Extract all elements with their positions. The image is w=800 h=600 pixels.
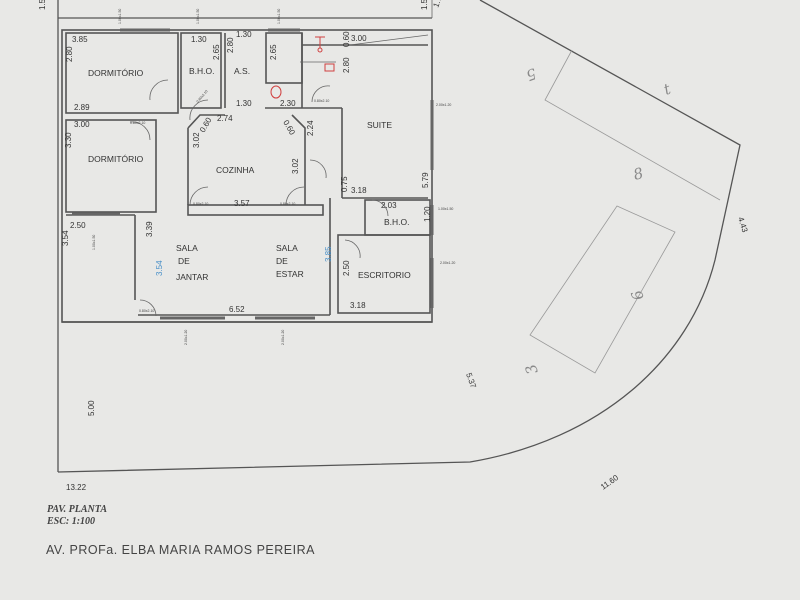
dimension: 2.65	[212, 44, 221, 60]
room-label-sala-estar-2: DE	[276, 256, 288, 266]
opening-spec: 2.00x1.20	[436, 103, 451, 107]
dimension: 11.60	[599, 473, 621, 492]
dimension: 4.43	[736, 216, 750, 234]
room-label-bho-2: B.H.O.	[384, 217, 410, 227]
dimension: 3.30	[64, 132, 73, 148]
dimension: 2.50	[342, 260, 351, 276]
dimension: 3.18	[351, 186, 367, 195]
opening-spec: 0.80x2.10	[280, 202, 295, 206]
handwritten-note: 3	[522, 362, 542, 377]
dimension: 2.65	[269, 44, 278, 60]
dimension-labels: 3.85 2.80 2.89 1.30 2.65 2.80 1.30 1.30 …	[38, 0, 750, 492]
dimension: 5.37	[464, 372, 478, 390]
dimension: 0.60	[281, 119, 297, 137]
room-label-sala-jantar-2: DE	[178, 256, 190, 266]
dimension: 1.30	[236, 99, 252, 108]
dimension: 1.73	[431, 0, 445, 9]
dimension: 2.50	[70, 221, 86, 230]
dimension: 0.75	[340, 176, 349, 192]
pencil-sketch	[529, 49, 721, 374]
handwritten-note: 8	[631, 164, 645, 184]
dimension: 3.00	[351, 34, 367, 43]
opening-spec: 2.00x1.20	[281, 330, 285, 345]
room-label-dormitorio-2: DORMITÓRIO	[88, 154, 144, 164]
dimension: 5.00	[87, 400, 96, 416]
dimension: 3.39	[145, 221, 154, 237]
toilet-icon	[270, 85, 282, 99]
dimension: 3.02	[192, 132, 201, 148]
fixtures	[270, 36, 335, 99]
dimension: 3.85	[324, 246, 333, 262]
dimension: 3.54	[155, 260, 164, 276]
opening-spec: 1.00x1.50	[277, 9, 281, 24]
opening-spec: 1.00x1.50	[196, 9, 200, 24]
handwritten-note: t	[661, 79, 674, 98]
room-label-area-servico: A.S.	[234, 66, 250, 76]
handwritten-note: 5	[524, 64, 539, 84]
opening-spec: 0.80x2.10	[196, 89, 209, 103]
dimension: 1.50	[420, 0, 429, 10]
dimension: 2.03	[381, 201, 397, 210]
dimension: 3.00	[74, 120, 90, 129]
opening-spec: 1.00x1.50	[92, 235, 96, 250]
lot-boundary	[57, 0, 741, 473]
opening-spec: 1.00x1.50	[438, 207, 453, 211]
sink-icon	[324, 63, 335, 72]
opening-spec: 1.00x1.50	[118, 9, 122, 24]
dimension: 3.54	[61, 230, 70, 246]
dimension: 1.20	[423, 206, 432, 222]
opening-spec: 2.00x1.20	[184, 330, 188, 345]
dimension: 3.57	[234, 199, 250, 208]
dimension: 1.30	[236, 30, 252, 39]
dimension: 6.52	[229, 305, 245, 314]
drawing-title: PAV. PLANTA	[47, 504, 107, 515]
dimension: 2.89	[74, 103, 90, 112]
dimension: 2.80	[65, 46, 74, 62]
dimension: 0.60	[198, 116, 214, 134]
handwritten-note: 6	[627, 287, 647, 303]
dimension: 2.80	[342, 57, 351, 73]
opening-spec: 0.80x2.10	[314, 99, 329, 103]
opening-spec: 2.00x1.20	[440, 261, 455, 265]
dimension: 1.30	[191, 35, 207, 44]
dimension: 2.74	[217, 114, 233, 123]
room-label-cozinha: COZINHA	[216, 165, 255, 175]
dimension: 2.30	[280, 99, 296, 108]
room-label-sala-jantar-3: JANTAR	[176, 272, 208, 282]
room-label-sala-jantar-1: SALA	[176, 243, 198, 253]
dimension: 0.60	[342, 31, 351, 47]
room-label-escritorio: ESCRITORIO	[358, 270, 411, 280]
dimension: 3.85	[72, 35, 88, 44]
dimension: 2.80	[226, 37, 235, 53]
room-label-sala-estar-3: ESTAR	[276, 269, 304, 279]
dimension: 2.24	[306, 120, 315, 136]
dimension: 3.18	[350, 301, 366, 310]
shower-icon	[315, 36, 325, 48]
dimension: 13.22	[66, 483, 87, 492]
dimension: 3.02	[291, 158, 300, 174]
drawing-scale: ESC: 1:100	[46, 516, 95, 527]
opening-spec: 0.80x2.10	[130, 121, 145, 125]
room-label-suite: SUITE	[367, 120, 392, 130]
room-label-sala-estar-1: SALA	[276, 243, 298, 253]
shower-head-icon	[317, 47, 323, 53]
dimension: 5.79	[421, 172, 430, 188]
street-name: AV. PROFa. ELBA MARIA RAMOS PEREIRA	[46, 543, 315, 557]
opening-spec: 0.80x2.10	[139, 309, 154, 313]
dimension: 1.50	[38, 0, 47, 10]
room-label-bho-1: B.H.O.	[189, 66, 215, 76]
opening-spec: 0.80x2.10	[193, 202, 208, 206]
house-walls	[61, 28, 434, 323]
room-label-dormitorio-1: DORMITÓRIO	[88, 68, 144, 78]
